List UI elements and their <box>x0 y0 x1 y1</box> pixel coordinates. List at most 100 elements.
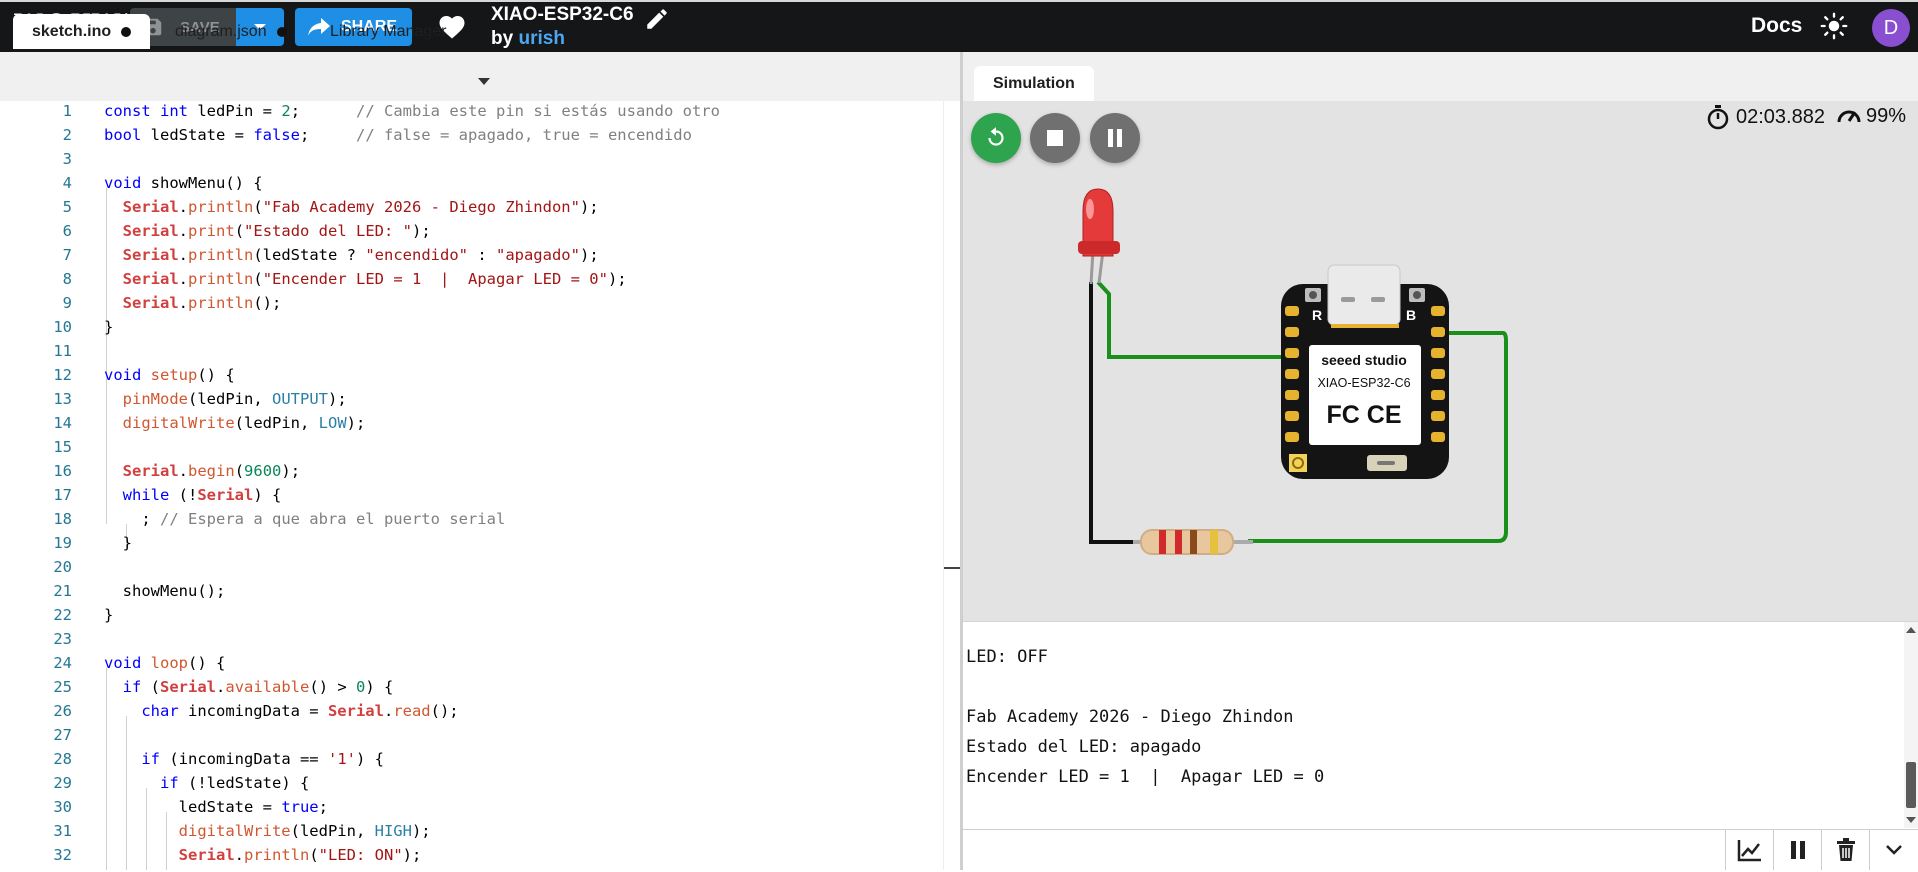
code-line[interactable]: 18 ; // Espera a que abra el puerto seri… <box>0 507 940 531</box>
project-title: XIAO-ESP32-C6 <box>491 4 634 25</box>
simulation-canvas[interactable]: seeed studio XIAO-ESP32-C6 FC CE R B <box>963 101 1918 621</box>
code-line[interactable]: 17 while (!Serial) { <box>0 483 940 507</box>
heart-icon[interactable] <box>437 12 467 45</box>
code-line[interactable]: 7 Serial.println(ledState ? "encendido" … <box>0 243 940 267</box>
board-boot-label: B <box>1406 307 1416 323</box>
sun-icon[interactable] <box>1820 12 1848 45</box>
editor-tab-bar <box>0 52 960 101</box>
tab-diagram-json[interactable]: diagram.json <box>175 14 287 49</box>
indent-guide <box>126 524 127 548</box>
chevron-down-icon <box>1886 845 1902 855</box>
share-button[interactable]: SHARE <box>295 8 412 46</box>
led-red <box>1078 188 1120 285</box>
restart-simulation-button[interactable] <box>971 113 1021 163</box>
code-line[interactable]: 26 char incomingData = Serial.read(); <box>0 699 940 723</box>
code-line[interactable]: 15 <box>0 435 940 459</box>
code-line[interactable]: 22} <box>0 603 940 627</box>
code-line[interactable]: 28 if (incomingData == '1') { <box>0 747 940 771</box>
save-dropdown-button[interactable] <box>236 8 284 46</box>
code-text: Serial.println("LED: ON"); <box>178 846 422 864</box>
tab-library-manager[interactable]: Library Manager <box>330 14 447 49</box>
line-number: 7 <box>62 246 72 264</box>
docs-link[interactable]: Docs <box>1751 14 1803 37</box>
code-text: pinMode(ledPin, OUTPUT); <box>122 390 347 408</box>
avatar[interactable]: D <box>1872 9 1910 47</box>
code-line[interactable]: 16 Serial.begin(9600); <box>0 459 940 483</box>
pencil-icon[interactable] <box>644 6 670 37</box>
tab-menu-caret-icon[interactable] <box>478 78 490 85</box>
by-label: by <box>491 28 514 49</box>
tab-label: diagram.json <box>175 22 267 40</box>
serial-output-line: Fab Academy 2026 - Diego Zhindon <box>966 707 1294 727</box>
code-line[interactable]: 12 void setup() { <box>0 363 940 387</box>
chart-line-icon <box>1737 840 1761 862</box>
trash-icon <box>1837 838 1855 861</box>
code-line[interactable]: 5 Serial.println("Fab Academy 2026 - Die… <box>0 195 940 219</box>
serial-clear-button[interactable] <box>1821 830 1870 870</box>
stop-simulation-button[interactable] <box>1030 113 1080 163</box>
code-line[interactable]: 23 <box>0 627 940 651</box>
code-line[interactable]: 30 ledState = true; <box>0 795 940 819</box>
serial-plotter-button[interactable] <box>1725 830 1774 870</box>
line-number: 9 <box>62 294 72 312</box>
code-text: void loop() { <box>104 654 226 672</box>
pause-icon <box>1108 129 1122 147</box>
indent-guide <box>106 188 107 332</box>
pause-simulation-button[interactable] <box>1090 113 1140 163</box>
line-number: 22 <box>53 606 72 624</box>
code-line[interactable]: 29 if (!ledState) { <box>0 771 940 795</box>
line-number: 31 <box>53 822 72 840</box>
serial-input-field[interactable] <box>964 830 1728 872</box>
stop-icon <box>1047 130 1063 146</box>
tab-simulation[interactable]: Simulation <box>974 66 1094 101</box>
save-button[interactable]: SAVE <box>130 8 254 46</box>
serial-pause-button[interactable] <box>1773 830 1822 870</box>
serial-monitor <box>963 621 1918 830</box>
share-label: SHARE <box>341 18 398 35</box>
code-line[interactable]: 31 digitalWrite(ledPin, HIGH); <box>0 819 940 843</box>
code-line[interactable]: 14 digitalWrite(ledPin, LOW); <box>0 411 940 435</box>
line-number: 28 <box>53 750 72 768</box>
tab-label: sketch.ino <box>32 22 112 40</box>
code-line[interactable]: 6 Serial.print("Estado del LED: "); <box>0 219 940 243</box>
code-line[interactable]: 8 Serial.println("Encender LED = 1 | Apa… <box>0 267 940 291</box>
panel-splitter[interactable] <box>960 52 963 870</box>
code-line[interactable]: 32 Serial.println("LED: ON"); <box>0 843 940 867</box>
code-text: void setup() { <box>104 366 235 384</box>
code-line[interactable]: 19 } <box>0 531 940 555</box>
code-text: if (Serial.available() > 0) { <box>122 678 394 696</box>
editor-scroll-marker <box>944 567 960 569</box>
board-cert-marks: FC CE <box>1327 401 1402 429</box>
code-line[interactable]: 10} <box>0 315 940 339</box>
author-link[interactable]: urish <box>518 28 565 49</box>
simulation-header <box>963 52 1918 101</box>
code-line[interactable]: 27 <box>0 723 940 747</box>
code-text: if (incomingData == '1') { <box>141 750 384 768</box>
editor-scrollbar[interactable] <box>943 101 961 870</box>
top-bar: WOKWi SAVE SHARE XIAO-ESP32-C6 by urish … <box>0 0 1918 52</box>
serial-scroll-thumb[interactable] <box>1906 762 1916 808</box>
top-edge <box>0 0 1918 2</box>
line-number: 29 <box>53 774 72 792</box>
serial-collapse-button[interactable] <box>1869 830 1918 870</box>
code-line[interactable]: 3 <box>0 147 940 171</box>
code-line[interactable]: 9 Serial.println(); <box>0 291 940 315</box>
code-line[interactable]: 21 showMenu(); <box>0 579 940 603</box>
tab-sketch-ino[interactable]: sketch.ino <box>13 14 151 49</box>
code-line[interactable]: 20 <box>0 555 940 579</box>
code-line[interactable]: 11 <box>0 339 940 363</box>
indent-guide <box>166 812 167 870</box>
code-line[interactable]: 13 pinMode(ledPin, OUTPUT); <box>0 387 940 411</box>
save-label: SAVE <box>180 18 220 36</box>
line-number: 25 <box>53 678 72 696</box>
line-number: 12 <box>53 366 72 384</box>
line-number: 13 <box>53 390 72 408</box>
line-number: 1 <box>62 102 72 120</box>
code-line[interactable]: 25 if (Serial.available() > 0) { <box>0 675 940 699</box>
board-model-label: XIAO-ESP32-C6 <box>1317 376 1410 390</box>
